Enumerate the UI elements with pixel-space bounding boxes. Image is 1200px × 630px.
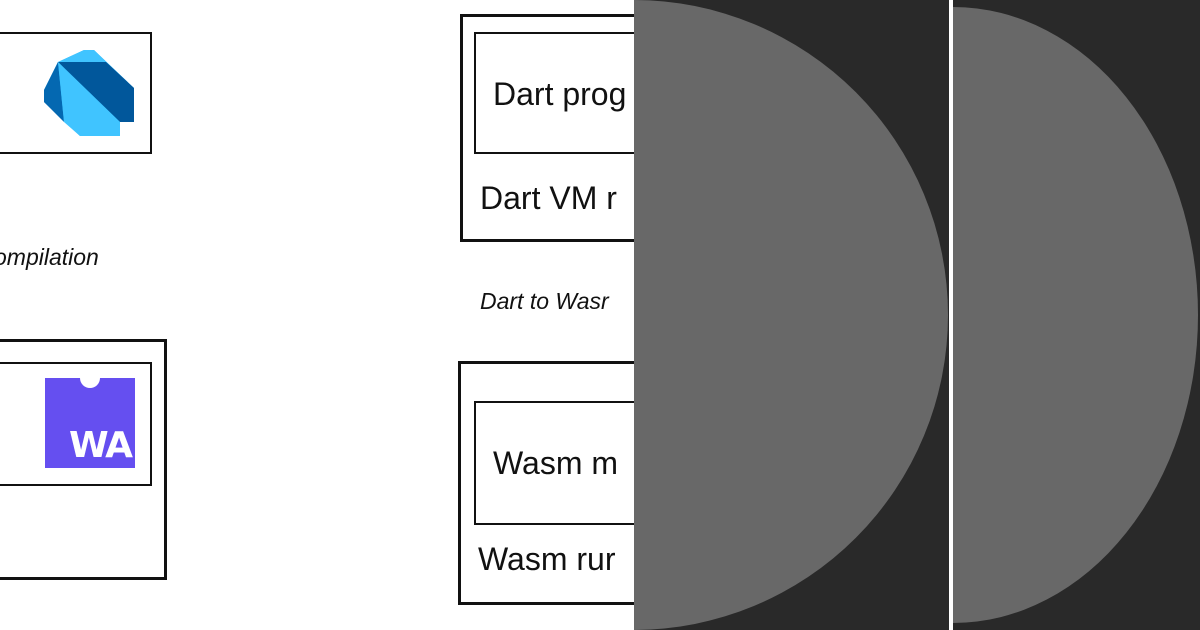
compilation-caption: ompilation: [0, 244, 99, 270]
semicircle-shape-2: [953, 7, 1198, 623]
logo-notch: [80, 368, 100, 388]
wasm-runtime-label: Wasm rur: [478, 541, 616, 577]
semicircle-shape-1: [634, 0, 948, 630]
wa-logo-text: WA: [69, 425, 133, 466]
dart-program-box: [474, 32, 634, 154]
overlay-panel-2: [953, 0, 1200, 630]
wasm-module-label: Wasm m: [493, 445, 619, 481]
overlay-panel-1: [634, 0, 949, 630]
dart-program-label: Dart prog: [493, 76, 627, 112]
panel-divider: [949, 0, 953, 630]
diagram-canvas: ompilation WA Dart prog Dart VM r Dart t…: [0, 14, 634, 605]
wasm-module-box: [474, 401, 634, 525]
dart-to-wasm-caption: Dart to Wasr: [480, 288, 609, 314]
webassembly-logo-icon: WA: [45, 368, 135, 468]
dart-logo-icon: [44, 50, 134, 136]
dart-vm-label: Dart VM r: [480, 180, 617, 216]
